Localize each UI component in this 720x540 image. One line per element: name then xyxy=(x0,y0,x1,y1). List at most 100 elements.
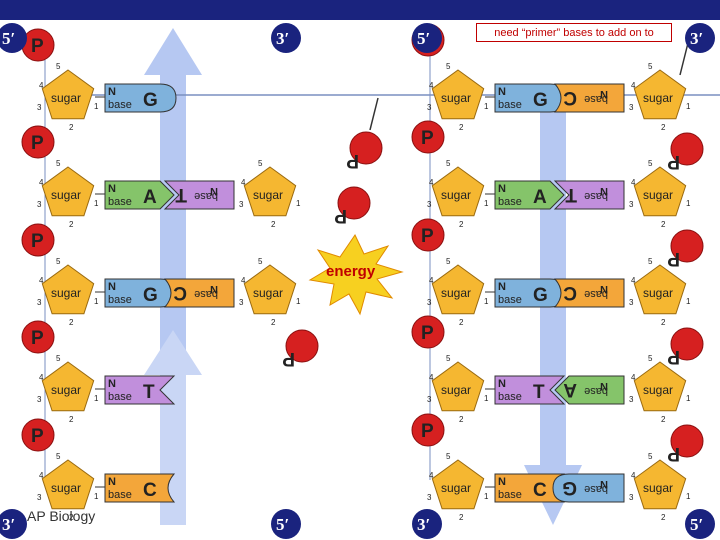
left-base-shape xyxy=(104,473,176,503)
left-phosphate-label: P xyxy=(31,328,44,349)
footer-label: AP Biology xyxy=(27,508,96,524)
right-partner-sugar-carbon-2: 4 xyxy=(631,81,636,90)
free-phosphate: P xyxy=(334,186,371,226)
left-base-letter: C xyxy=(143,480,157,501)
right-sugar-carbon-5: 1 xyxy=(484,199,489,208)
left-sugar-carbon-2: 4 xyxy=(39,178,44,187)
right-partner-sugar-carbon-4: 2 xyxy=(661,123,666,132)
right-partner-sugar-label: sugar xyxy=(643,383,673,397)
left-partner-base-base: base xyxy=(194,288,218,300)
right-partner-base-n: N xyxy=(600,283,608,295)
right-partner-sugar-carbon-4: 2 xyxy=(661,318,666,327)
top-end-label: 5′ xyxy=(0,23,27,53)
right-sugar-carbon-3: 3 xyxy=(427,298,432,307)
right-partner-phosphate-label: P xyxy=(667,443,680,464)
right-partner-base-letter: C xyxy=(563,282,577,303)
right-sugar-carbon-5: 1 xyxy=(484,102,489,111)
left-sugar-carbon-5: 1 xyxy=(94,394,99,403)
energy-label: energy xyxy=(326,263,376,280)
right-sugar-carbon-3: 3 xyxy=(427,395,432,404)
free-phosphate-tail xyxy=(369,97,379,131)
left-sugar-carbon-2: 4 xyxy=(39,81,44,90)
left-sugar-pentagon xyxy=(41,264,95,315)
right-sugar-carbon-4: 2 xyxy=(459,318,464,327)
right-phosphate-label: P xyxy=(421,128,434,149)
right-partner-phosphate-circle xyxy=(670,132,704,166)
left-sugar-carbon-2: 4 xyxy=(39,373,44,382)
right-sugar-carbon-2: 4 xyxy=(429,178,434,187)
end-label-text: 3′ xyxy=(2,515,15,534)
right-base-n: N xyxy=(498,476,506,488)
left-base-base: base xyxy=(108,99,132,111)
left-sugar-carbon-3: 3 xyxy=(37,103,42,112)
right-partner-sugar-carbon-3: 3 xyxy=(629,298,634,307)
right-partner-phosphate-label: P xyxy=(667,346,680,367)
left-phosphate-label: P xyxy=(31,133,44,154)
right-partner-sugar-carbon-4: 2 xyxy=(661,513,666,522)
left-partner-sugar-carbon-1: 5 xyxy=(258,257,263,266)
right-sugar-carbon-1: 5 xyxy=(446,452,451,461)
left-partner-base-shape xyxy=(163,180,235,210)
left-sugar-pentagon xyxy=(41,361,95,412)
bottom-end-label: 3′ xyxy=(0,509,27,539)
left-sugar-label: sugar xyxy=(51,286,81,300)
right-base-n: N xyxy=(498,378,506,390)
left-base-letter: G xyxy=(143,285,158,306)
left-partner-sugar-carbon-5: 1 xyxy=(296,199,301,208)
right-base-letter: G xyxy=(533,90,548,111)
primer-note: need “primer” bases to add on to xyxy=(476,23,672,42)
right-partner-sugar-carbon-2: 4 xyxy=(631,276,636,285)
left-partner-base-letter: T xyxy=(175,184,187,205)
right-phosphate-label: P xyxy=(421,226,434,247)
left-base-base: base xyxy=(108,489,132,501)
right-partner-phosphate-circle xyxy=(670,327,704,361)
left-phosphate-circle xyxy=(21,418,55,452)
left-base-n: N xyxy=(108,183,116,195)
left-partner-sugar-carbon-4: 2 xyxy=(271,318,276,327)
end-label-text: 5′ xyxy=(417,29,430,48)
left-sugar-carbon-1: 5 xyxy=(56,257,61,266)
right-partner-sugar-pentagon xyxy=(633,459,687,510)
end-label-text: 3′ xyxy=(690,29,703,48)
left-sugar-carbon-4: 2 xyxy=(69,220,74,229)
left-base-n: N xyxy=(108,378,116,390)
left-sugar-carbon-4: 2 xyxy=(69,513,74,522)
right-partner-sugar-carbon-1: 5 xyxy=(648,354,653,363)
right-sugar-label: sugar xyxy=(441,286,471,300)
right-partner-base-shape xyxy=(552,473,625,503)
right-sugar-carbon-4: 2 xyxy=(459,415,464,424)
right-base-base: base xyxy=(498,99,522,111)
left-base-letter: G xyxy=(143,90,158,111)
left-partner-base-shape xyxy=(163,278,235,308)
left-base-base: base xyxy=(108,391,132,403)
right-phosphate-circle xyxy=(411,120,445,154)
right-base-base: base xyxy=(498,391,522,403)
free-phosphate-label: P xyxy=(346,150,359,171)
left-base-shape xyxy=(104,375,176,405)
left-base-base: base xyxy=(108,294,132,306)
right-base-letter: T xyxy=(533,382,545,403)
right-base-letter: A xyxy=(533,187,547,208)
top-end-label: 3′ xyxy=(685,23,715,53)
left-base-base: base xyxy=(108,196,132,208)
end-label-badge xyxy=(271,509,301,539)
left-sugar-carbon-1: 5 xyxy=(56,159,61,168)
left-phosphate-label: P xyxy=(31,231,44,252)
left-partner-sugar-label: sugar xyxy=(253,188,283,202)
bottom-end-label: 5′ xyxy=(685,509,715,539)
right-base-base: base xyxy=(498,196,522,208)
right-sugar-pentagon xyxy=(431,361,485,412)
free-phosphate-label: P xyxy=(282,348,295,369)
end-label-text: 3′ xyxy=(276,29,289,48)
right-sugar-carbon-2: 4 xyxy=(429,276,434,285)
right-sugar-pentagon xyxy=(431,166,485,217)
right-sugar-carbon-4: 2 xyxy=(459,513,464,522)
